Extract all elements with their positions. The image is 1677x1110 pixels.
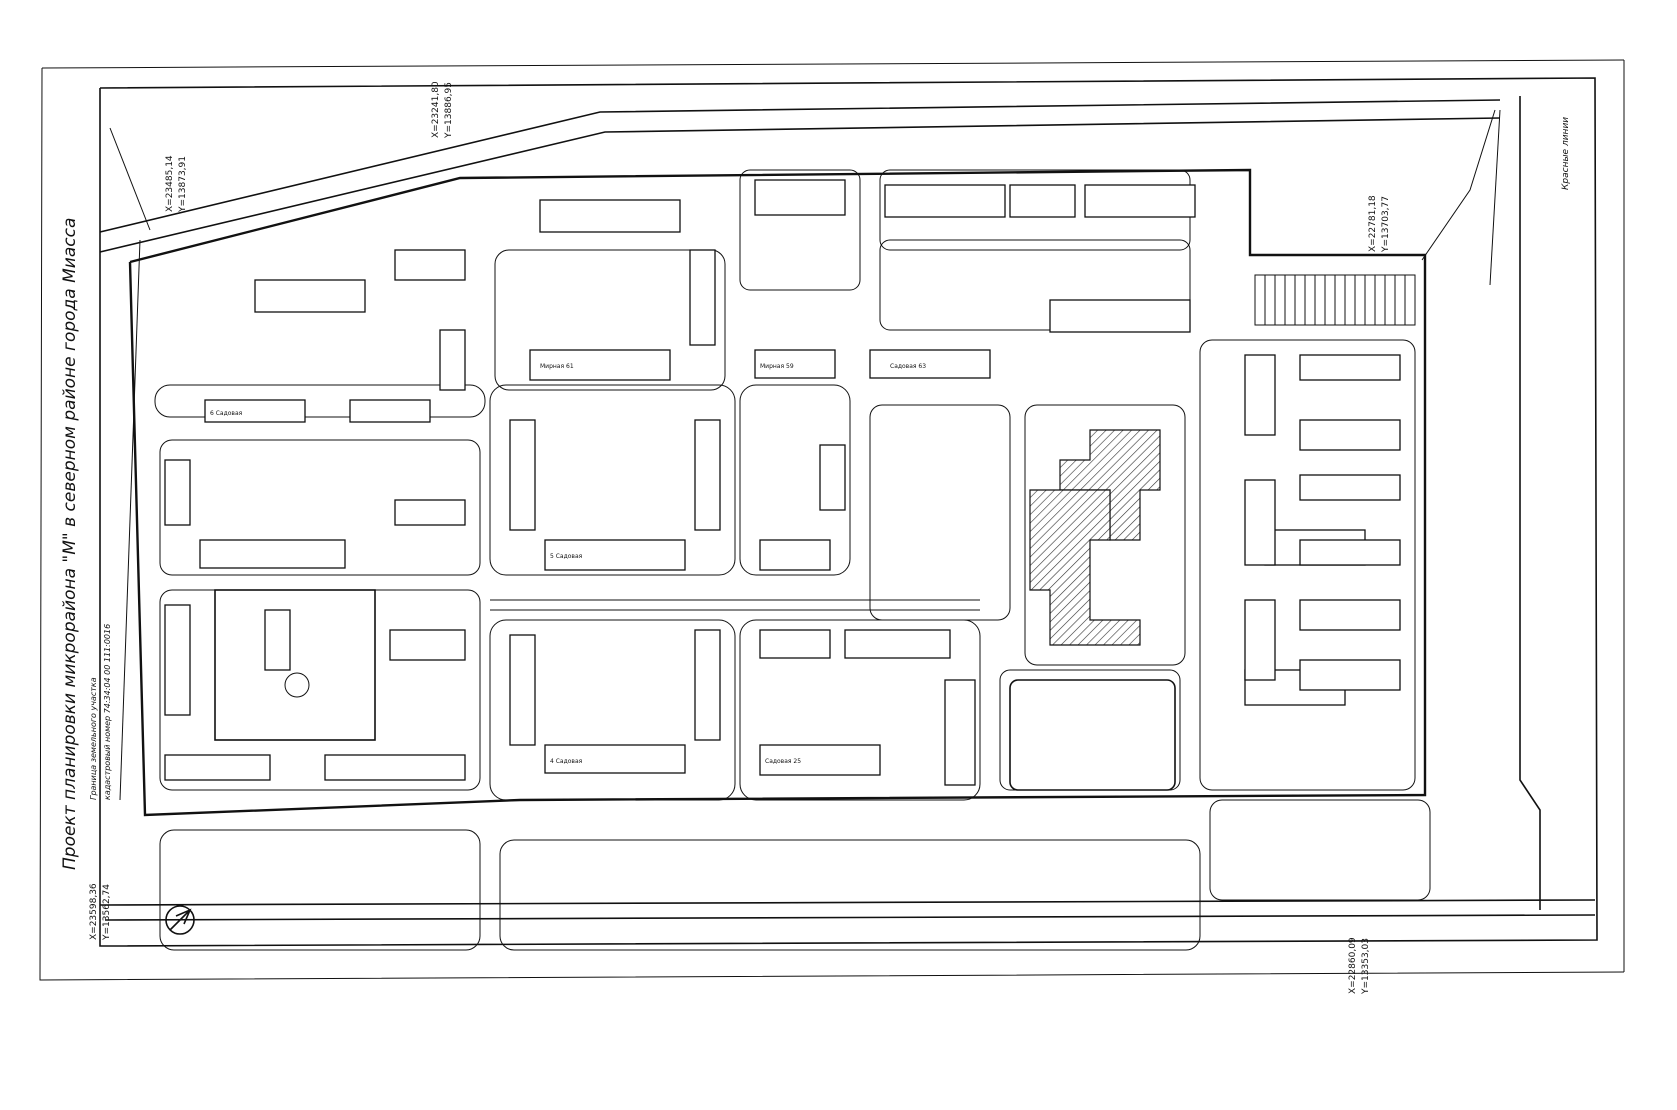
building-label: Мирная 61 xyxy=(540,363,574,370)
plan-title: Проект планировки микрорайона "М" в севе… xyxy=(60,218,80,870)
garage-blocks xyxy=(1244,354,1401,691)
coord-label: X=22781,18 xyxy=(1368,195,1378,252)
parking-lots xyxy=(1254,274,1416,326)
coord-label: Y=13353,03 xyxy=(1361,938,1371,995)
coord-label: Y=13562,74 xyxy=(102,884,112,941)
outer-roads xyxy=(99,96,1596,921)
boundary-label: Граница земельного участка xyxy=(89,677,98,800)
buildings xyxy=(164,179,1366,786)
building-label: 4 Садовая xyxy=(550,758,583,765)
coordinate-labels: X=23485,14 Y=13873,91 X=23241,80 Y=13886… xyxy=(89,81,1391,995)
coord-label: Y=13873,91 xyxy=(178,156,188,213)
school-complex xyxy=(1029,429,1161,646)
drawing-frame xyxy=(39,59,1625,981)
building-label: 5 Садовая xyxy=(550,553,583,560)
coord-label: Y=13703,77 xyxy=(1381,196,1391,253)
coord-label: X=23598,36 xyxy=(89,883,99,940)
cadastral-label: кадастровый номер 74:34:04 00 111:0016 xyxy=(103,624,112,800)
red-lines-label: Красные линии xyxy=(1561,117,1571,190)
coord-label: X=22860,09 xyxy=(1348,937,1358,994)
sports-field xyxy=(1009,679,1176,791)
coord-label: X=23241,80 xyxy=(431,81,441,138)
building-labels: 6 Садовая Мирная 61 Мирная 59 5 Садовая … xyxy=(210,363,926,765)
kindergarten xyxy=(214,589,376,741)
north-arrow-icon xyxy=(165,905,195,935)
building-label: Мирная 59 xyxy=(760,363,794,370)
site-boundary xyxy=(128,168,1427,817)
building-label: Садовая 25 xyxy=(765,758,801,765)
building-label: Садовая 63 xyxy=(890,363,926,370)
coord-label: X=23485,14 xyxy=(165,155,175,212)
building-label: 6 Садовая xyxy=(210,410,243,417)
coord-label: Y=13886,95 xyxy=(444,82,454,139)
